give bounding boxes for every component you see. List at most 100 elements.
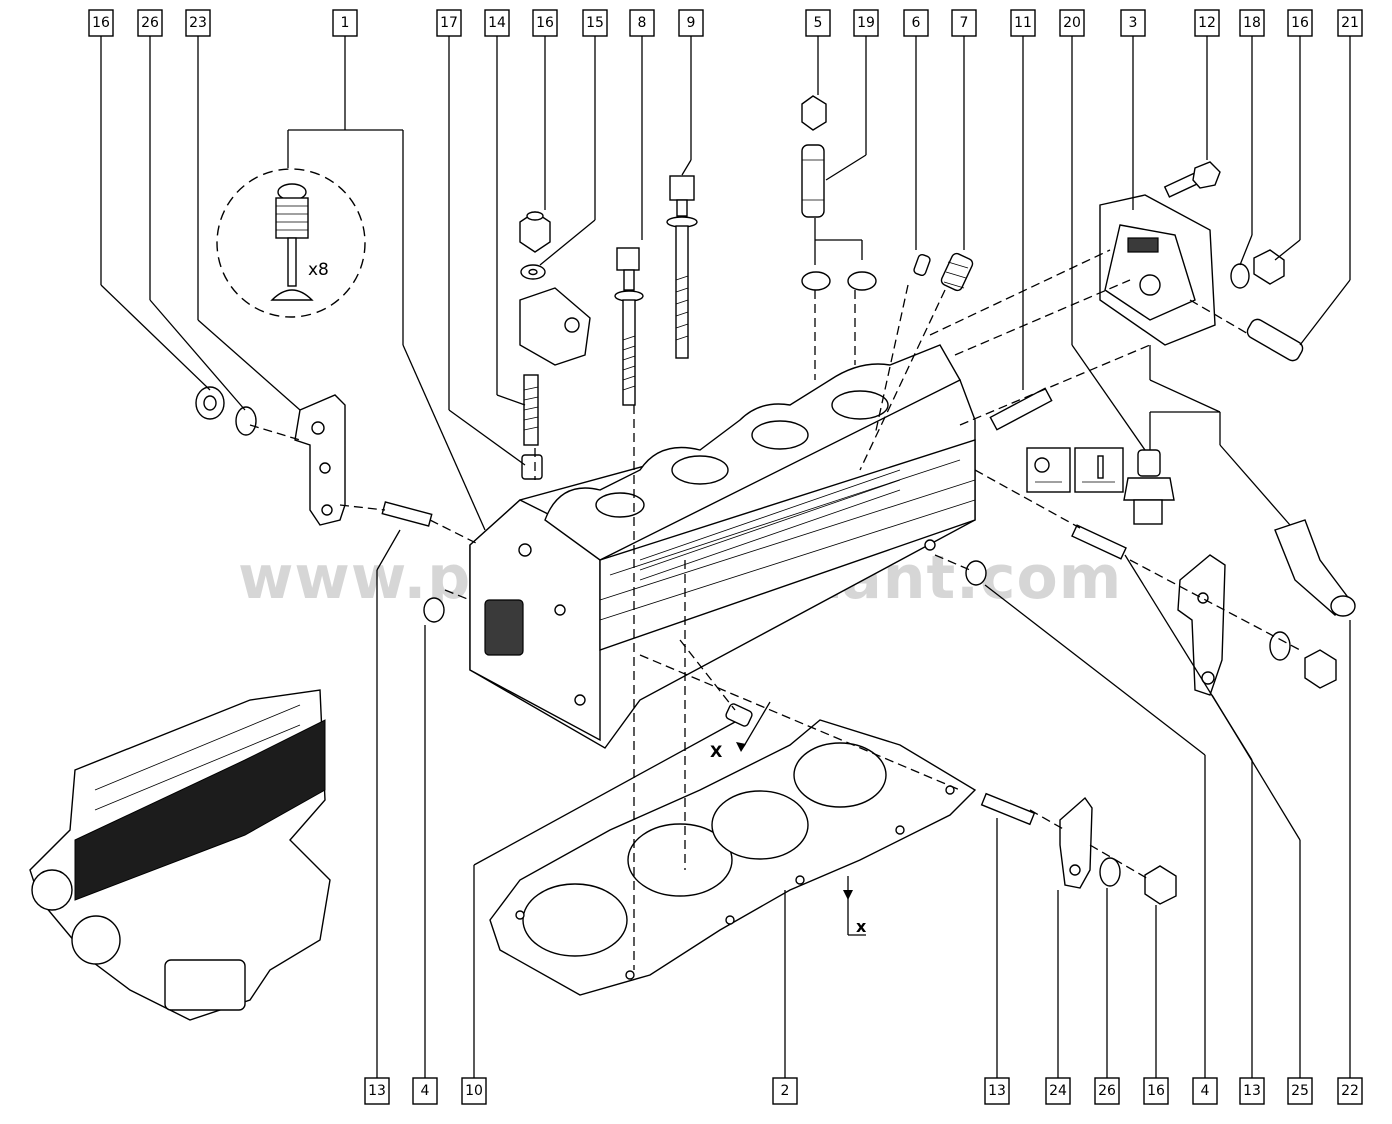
- callout-top-5: 5: [805, 9, 831, 37]
- svg-text:5: 5: [814, 15, 823, 31]
- dowel-10: [725, 703, 753, 727]
- svg-text:20: 20: [1063, 15, 1081, 31]
- svg-text:23: 23: [189, 15, 207, 31]
- callout-bottom-16: 16: [1143, 1077, 1169, 1105]
- svg-text:16: 16: [1291, 15, 1309, 31]
- svg-text:10: 10: [465, 1083, 483, 1099]
- svg-text:26: 26: [141, 15, 159, 31]
- callout-bottom-2: 2: [772, 1077, 798, 1105]
- temperature-warning-icons: [1026, 447, 1124, 493]
- svg-text:19: 19: [857, 15, 875, 31]
- temperature-sender-20: [1123, 449, 1175, 525]
- pin-6: [913, 253, 931, 277]
- section-marker-upper: X: [710, 742, 723, 761]
- washer-4-left: [423, 597, 445, 623]
- svg-text:2: 2: [781, 1083, 790, 1099]
- callout-bottom-25: 25: [1287, 1077, 1313, 1105]
- callout-top-12: 12: [1194, 9, 1220, 37]
- svg-text:13: 13: [368, 1083, 386, 1099]
- svg-text:1: 1: [341, 15, 350, 31]
- section-marker: X x: [710, 701, 867, 936]
- lifting-bracket-25: [1177, 554, 1226, 696]
- bolt-12: [1163, 161, 1221, 198]
- callout-bottom-22: 22: [1337, 1077, 1363, 1105]
- callout-top-7: 7: [951, 9, 977, 37]
- washer-26-right-upper: [1269, 631, 1291, 661]
- thermostat-housing: [1099, 194, 1216, 346]
- svg-text:17: 17: [440, 15, 458, 31]
- svg-text:3: 3: [1129, 15, 1138, 31]
- stud-19: [801, 144, 825, 218]
- fitting-21: [1246, 318, 1304, 362]
- callout-top-18: 18: [1239, 9, 1265, 37]
- svg-text:4: 4: [1201, 1083, 1210, 1099]
- callout-top-8: 8: [629, 9, 655, 37]
- svg-text:26: 26: [1098, 1083, 1116, 1099]
- svg-text:16: 16: [92, 15, 110, 31]
- washer-26-left: [235, 406, 257, 436]
- head-gasket: [489, 719, 977, 996]
- svg-text:22: 22: [1341, 1083, 1359, 1099]
- stud-13-left: [381, 501, 433, 527]
- washer-26-right-lower: [1099, 857, 1121, 887]
- engine-location-inset: [29, 689, 331, 1021]
- assembly-lines: [249, 249, 1301, 970]
- callout-top-3: 3: [1120, 9, 1146, 37]
- svg-text:16: 16: [1147, 1083, 1165, 1099]
- svg-text:21: 21: [1341, 15, 1359, 31]
- leader-lines: [100, 36, 1351, 1078]
- bracket-block: [519, 287, 591, 366]
- svg-text:14: 14: [488, 15, 506, 31]
- callout-top-17: 17: [436, 9, 462, 37]
- svg-text:9: 9: [687, 15, 696, 31]
- callout-bottom-13b: 13: [984, 1077, 1010, 1105]
- callout-top-15: 15: [582, 9, 608, 37]
- callout-bottom-26: 26: [1094, 1077, 1120, 1105]
- valve-quantity-label: x8: [308, 260, 329, 280]
- svg-text:13: 13: [1243, 1083, 1261, 1099]
- callout-top-1: 1: [332, 9, 358, 37]
- valve-collets: [801, 271, 877, 291]
- lifting-bracket-24: [1059, 796, 1093, 889]
- stud-11: [989, 387, 1053, 431]
- washer-4-right: [965, 560, 987, 586]
- head-bolt-8: [614, 247, 644, 406]
- valve-inset: x8: [216, 168, 366, 318]
- callout-top-14: 14: [484, 9, 510, 37]
- spring-7: [940, 252, 974, 292]
- nut-16-right-lower: [1144, 865, 1177, 905]
- svg-text:24: 24: [1049, 1083, 1067, 1099]
- svg-text:8: 8: [638, 15, 647, 31]
- callout-top-11: 11: [1010, 9, 1036, 37]
- svg-text:13: 13: [988, 1083, 1006, 1099]
- svg-text:15: 15: [586, 15, 604, 31]
- callout-bottom-13c: 13: [1239, 1077, 1265, 1105]
- svg-text:7: 7: [960, 15, 969, 31]
- callout-top-20: 20: [1059, 9, 1085, 37]
- svg-text:12: 12: [1198, 15, 1216, 31]
- callout-bottom-4a: 4: [412, 1077, 438, 1105]
- washer-18: [1230, 263, 1250, 289]
- svg-text:18: 18: [1243, 15, 1261, 31]
- section-marker-lower: x: [856, 917, 867, 936]
- callout-bottom-13a: 13: [364, 1077, 390, 1105]
- callout-top-23: 23: [185, 9, 211, 37]
- callout-top-26: 26: [137, 9, 163, 37]
- nut-16-right: [1253, 249, 1285, 285]
- washer-15: [520, 264, 546, 280]
- callout-top-16c: 16: [1287, 9, 1313, 37]
- callout-top-9: 9: [678, 9, 704, 37]
- sleeve-17: [521, 454, 543, 480]
- cylinder-head: [469, 344, 976, 749]
- svg-text:6: 6: [912, 15, 921, 31]
- nut-5: [801, 95, 827, 131]
- stud-13-right-upper: [1071, 524, 1127, 560]
- callout-bottom-4b: 4: [1192, 1077, 1218, 1105]
- nut-16-left: [195, 386, 225, 420]
- stud-13-right-lower: [980, 792, 1036, 826]
- callout-top-6: 6: [903, 9, 929, 37]
- nut-16-right-upper: [1304, 649, 1337, 689]
- svg-text:25: 25: [1291, 1083, 1309, 1099]
- callout-top-21: 21: [1337, 9, 1363, 37]
